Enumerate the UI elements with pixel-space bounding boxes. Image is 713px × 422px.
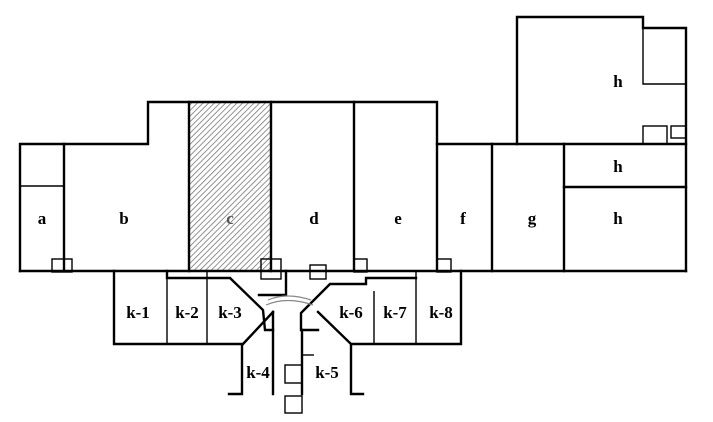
corridor-left-diagonal	[165, 269, 275, 332]
label-e: e	[394, 209, 402, 228]
stair-box-h-step	[670, 125, 687, 139]
stair-box-h-small	[642, 125, 668, 145]
stair-box-h	[642, 28, 686, 85]
corridor-inner-right	[316, 310, 353, 346]
entrance-arc-1	[267, 295, 312, 301]
corridor-inner-left	[241, 310, 275, 346]
label-c: c	[226, 209, 234, 228]
label-k-5: k-5	[315, 363, 339, 382]
entrance-arc-2	[265, 299, 314, 306]
label-h-upper: h	[613, 72, 623, 91]
room-c-hatch	[189, 102, 271, 271]
label-a: a	[38, 209, 47, 228]
label-k-4: k-4	[246, 363, 270, 382]
label-k-2: k-2	[175, 303, 199, 322]
corridor-wall-left	[257, 269, 288, 297]
door-box-1	[51, 258, 73, 273]
lower-wing-left	[112, 269, 244, 396]
label-g: g	[528, 209, 537, 228]
stair-entrance	[284, 364, 303, 384]
lower-wing-right	[349, 269, 463, 396]
label-d: d	[309, 209, 319, 228]
label-h-middle: h	[613, 157, 623, 176]
label-h-lower: h	[613, 209, 623, 228]
stair-entrance-lower	[284, 395, 303, 414]
door-box-2	[260, 258, 282, 280]
door-box-3	[309, 264, 327, 280]
label-b: b	[119, 209, 128, 228]
label-k-1: k-1	[126, 303, 150, 322]
label-k-7: k-7	[383, 303, 407, 322]
label-k-8: k-8	[429, 303, 453, 322]
label-k-6: k-6	[339, 303, 363, 322]
door-box-5	[436, 258, 452, 273]
label-f: f	[460, 209, 466, 228]
outer-wall-top	[18, 15, 688, 273]
door-box-4	[353, 258, 368, 273]
label-k-3: k-3	[218, 303, 242, 322]
